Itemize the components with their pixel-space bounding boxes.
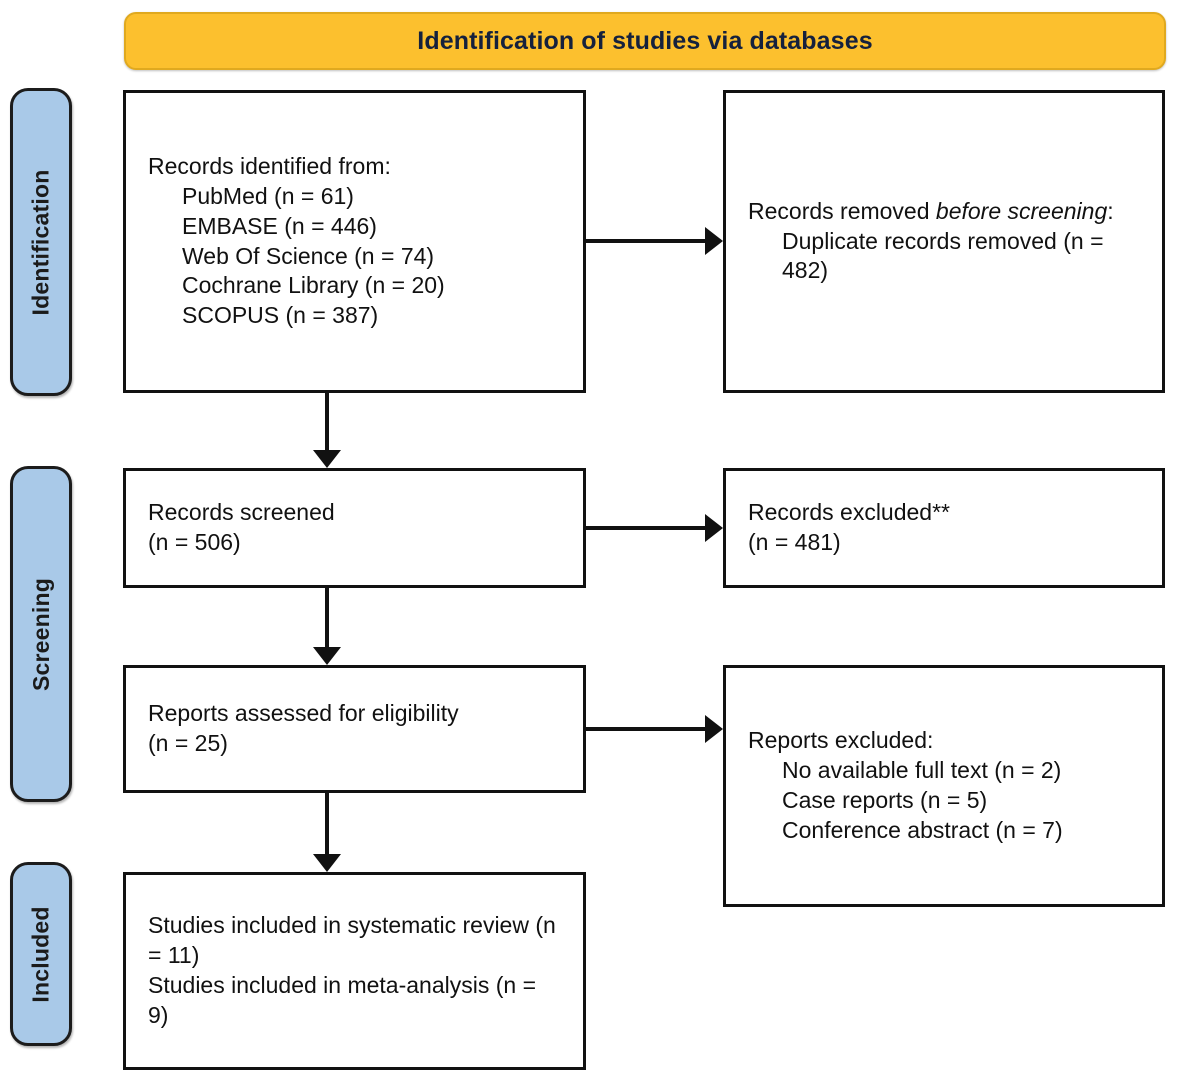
reports-excluded-reason: Conference abstract (n = 7) (782, 816, 1063, 843)
stage-label-included: Included (10, 862, 72, 1046)
records-screened-count: (n = 506) (148, 529, 241, 555)
records-removed-title-plain: Records removed (748, 197, 936, 224)
arrow-identified-to-screened (325, 393, 329, 450)
studies-included-meta: Studies included in meta-analysis (n = 9… (148, 972, 543, 1028)
reports-excluded-title: Reports excluded: (748, 727, 934, 754)
box-records-screened: Records screened (n = 506) (123, 468, 586, 588)
box-studies-included: Studies included in systematic review (n… (123, 872, 586, 1070)
arrowhead-right-icon (705, 227, 723, 255)
records-identified-source: EMBASE (n = 446) (182, 212, 377, 239)
stage-label-screening: Screening (10, 466, 72, 802)
records-identified-source: SCOPUS (n = 387) (182, 302, 379, 329)
arrow-assessed-to-studies (325, 793, 329, 854)
box-reports-excluded: Reports excluded: No available full text… (723, 665, 1165, 907)
arrow-identified-to-removed (586, 239, 706, 243)
reports-excluded-reason: No available full text (n = 2) (782, 757, 1062, 784)
arrowhead-right-icon (705, 514, 723, 542)
reports-assessed-label: Reports assessed for eligibility (148, 700, 459, 727)
arrow-screened-to-excluded (586, 526, 706, 530)
reports-excluded-reason: Case reports (n = 5) (782, 787, 988, 813)
records-excluded-count: (n = 481) (748, 529, 841, 555)
arrowhead-down-icon (313, 647, 341, 665)
stage-label-identification: Identification (10, 88, 72, 396)
arrow-screened-to-assessed (325, 588, 329, 647)
arrow-assessed-to-reports-excluded (586, 727, 706, 731)
stage-label-identification-text: Identification (27, 169, 54, 315)
records-screened-label: Records screened (148, 499, 335, 526)
box-records-identified: Records identified from: PubMed (n = 61)… (123, 90, 586, 393)
diagram-title: Identification of studies via databases (417, 26, 873, 55)
arrowhead-down-icon (313, 450, 341, 468)
records-removed-title-colon: : (1107, 197, 1114, 224)
stage-label-included-text: Included (27, 905, 54, 1003)
records-removed-title-italic: before screening (935, 197, 1108, 224)
arrowhead-right-icon (705, 715, 723, 743)
records-identified-source: PubMed (n = 61) (182, 182, 354, 209)
records-excluded-label: Records excluded** (748, 499, 951, 526)
records-identified-source: Cochrane Library (n = 20) (182, 272, 445, 299)
records-identified-title: Records identified from: (148, 152, 391, 179)
reports-assessed-count: (n = 25) (148, 730, 228, 756)
studies-included-review: Studies included in systematic review (n… (148, 912, 563, 969)
diagram-header-banner: Identification of studies via databases (124, 12, 1166, 70)
box-reports-assessed: Reports assessed for eligibility (n = 25… (123, 665, 586, 793)
box-records-removed: Records removed before screening: Duplic… (723, 90, 1165, 393)
box-records-excluded: Records excluded** (n = 481) (723, 468, 1165, 588)
records-removed-title: Records removed before screening: (748, 197, 1140, 227)
records-identified-source: Web Of Science (n = 74) (182, 242, 435, 269)
duplicate-records-removed: Duplicate records removed (n = 482) (782, 227, 1110, 284)
stage-label-screening-text: Screening (27, 577, 54, 691)
arrowhead-down-icon (313, 854, 341, 872)
